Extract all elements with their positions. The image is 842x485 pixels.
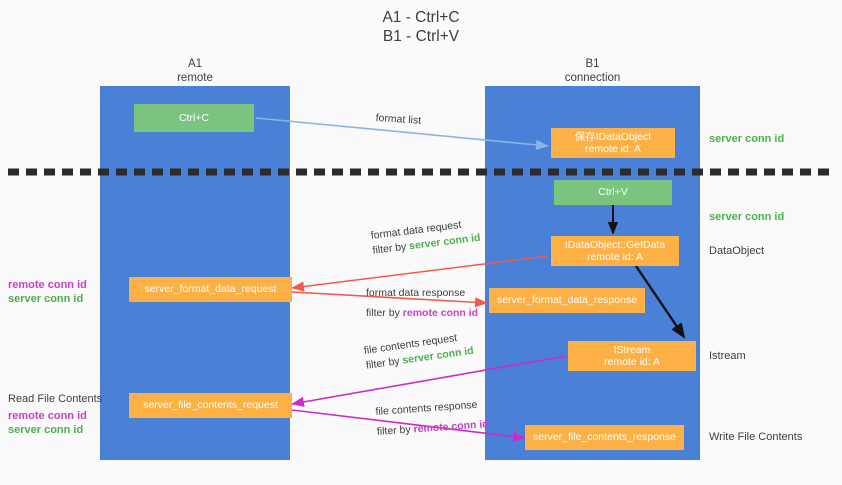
left-label-file-remote-conn-id: remote conn id bbox=[8, 410, 87, 422]
left-label-read-file-contents: Read File Contents bbox=[8, 393, 103, 405]
box-idataobject-getdata[interactable]: IDataObject::GetData remote id: A bbox=[551, 236, 679, 266]
left-label-group-format: remote conn id server conn id bbox=[8, 278, 87, 306]
label-server-conn-id-mid: server conn id bbox=[709, 211, 785, 223]
left-label-group-file: Read File Contents remote conn id server… bbox=[8, 392, 102, 437]
box-ctrl-v-label: Ctrl+V bbox=[598, 186, 628, 199]
box-istream-line2: remote id: A bbox=[603, 356, 661, 368]
box-ctrl-c[interactable]: Ctrl+C bbox=[134, 104, 254, 132]
edge-label-format-data-request-filter-prefix: filter by bbox=[371, 240, 410, 257]
edge-label-file-contents-request-filter-prefix: filter by bbox=[365, 354, 404, 372]
edge-label-format-data-response-title: format data response bbox=[366, 287, 466, 299]
edge-label-format-data-response: format data response filter by remote co… bbox=[366, 286, 478, 321]
page-title: A1 - Ctrl+C B1 - Ctrl+V bbox=[382, 9, 460, 45]
left-label-file-server-conn-id: server conn id bbox=[8, 424, 84, 436]
label-write-file-contents: Write File Contents bbox=[709, 431, 803, 443]
edge-label-format-data-response-filter-prefix: filter by bbox=[366, 307, 403, 319]
box-server-file-contents-request[interactable]: server_file_contents_request bbox=[129, 393, 292, 418]
edge-label-format-data-response-filter: filter by remote conn id bbox=[366, 306, 478, 321]
left-label-format-server-conn-id: server conn id bbox=[8, 293, 84, 305]
box-save-idataobject-line2: remote id: A bbox=[584, 143, 642, 155]
column-header-a1: A1 remote bbox=[100, 58, 290, 85]
edge-label-file-contents-response-filter-prefix: filter by bbox=[376, 423, 414, 438]
edge-label-file-contents-response: file contents response filter by remote … bbox=[375, 397, 489, 440]
left-label-format-remote-conn-id: remote conn id bbox=[8, 279, 87, 291]
box-server-format-data-response[interactable]: server_format_data_response bbox=[489, 288, 645, 313]
edge-label-file-contents-response-title: file contents response bbox=[375, 398, 478, 418]
box-idataobject-getdata-line2: remote id: A bbox=[586, 251, 644, 263]
box-istream[interactable]: IStream remote id: A bbox=[568, 341, 696, 371]
column-header-a1-sub: remote bbox=[177, 71, 213, 84]
box-save-idataobject[interactable]: 保存IDataObject remote id: A bbox=[551, 128, 675, 158]
box-idataobject-getdata-line1: IDataObject::GetData bbox=[564, 238, 666, 251]
box-server-format-data-request[interactable]: server_format_data_request bbox=[129, 277, 292, 302]
edge-label-file-contents-response-filter: filter by remote conn id bbox=[376, 417, 489, 440]
box-istream-line1: IStream bbox=[613, 343, 651, 356]
column-header-b1: B1 connection bbox=[485, 58, 700, 85]
label-dataobject: DataObject bbox=[709, 245, 765, 257]
column-header-b1-name: B1 bbox=[585, 58, 600, 70]
label-server-conn-id-top: server conn id bbox=[709, 133, 785, 145]
box-server-file-contents-response-label: server_file_contents_response bbox=[532, 431, 676, 444]
edge-label-format-list: format list bbox=[375, 112, 422, 127]
label-istream: Istream bbox=[709, 350, 746, 362]
edge-label-file-contents-response-filter-value: remote conn id bbox=[413, 418, 490, 436]
box-server-file-contents-response[interactable]: server_file_contents_response bbox=[525, 425, 684, 450]
column-header-b1-sub: connection bbox=[564, 71, 621, 84]
box-ctrl-v[interactable]: Ctrl+V bbox=[554, 180, 672, 205]
edge-label-file-contents-request: file contents request filter by server c… bbox=[363, 329, 475, 374]
box-server-format-data-response-label: server_format_data_response bbox=[496, 294, 638, 307]
edge-label-format-data-request: format data request filter by server con… bbox=[370, 216, 481, 259]
box-save-idataobject-line1: 保存IDataObject bbox=[574, 130, 652, 143]
column-header-a1-name: A1 bbox=[187, 58, 203, 70]
box-server-file-contents-request-label: server_file_contents_request bbox=[143, 399, 278, 412]
edge-label-format-data-response-filter-value: remote conn id bbox=[402, 307, 479, 319]
box-server-format-data-request-label: server_format_data_request bbox=[144, 283, 277, 296]
box-ctrl-c-label: Ctrl+C bbox=[178, 111, 210, 124]
